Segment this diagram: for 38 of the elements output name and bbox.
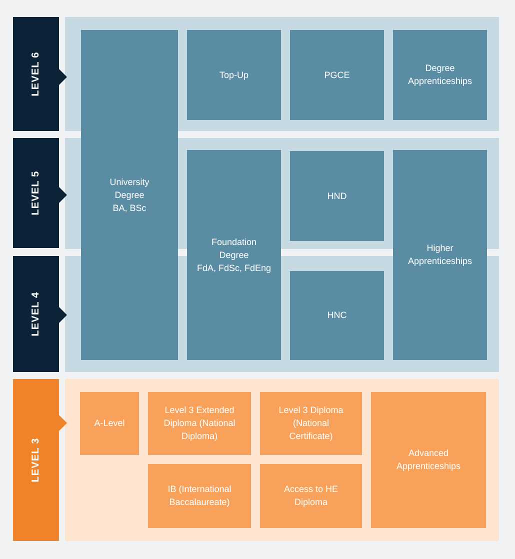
qualification-box: [187, 150, 281, 360]
qualification-title: Level 3 Diploma (National Certificate): [278, 404, 344, 443]
qualification-box: [290, 30, 384, 120]
level-label: LEVEL 4: [30, 292, 42, 336]
qualification-title: Foundation Degree: [210, 236, 258, 262]
qualification-title: Higher Apprenticeships: [406, 242, 474, 268]
qualification-box: [148, 464, 251, 528]
qualification-title: Degree Apprenticeships: [406, 62, 474, 88]
qualification-box: [371, 392, 486, 528]
qualification-title: HND: [327, 190, 347, 202]
qualification-title: IB (International Baccalaureate): [166, 483, 232, 509]
qualification-box: [187, 30, 281, 120]
level-label: LEVEL 6: [30, 52, 42, 96]
qualification-abbreviations: FdA, FdSc, FdEng: [196, 262, 272, 274]
qualification-title: HNC: [327, 309, 347, 322]
qualification-title: Access to HE Diploma: [282, 483, 340, 509]
qualification-box: [260, 392, 362, 455]
qualification-box: [80, 392, 139, 455]
level-label: LEVEL 3: [30, 438, 42, 482]
level-tab: [13, 379, 67, 541]
qualification-box: [393, 30, 487, 120]
level-tab: [13, 138, 67, 248]
qualification-box: [148, 392, 251, 455]
qualification-title: A-Level: [94, 417, 125, 430]
qualification-box: [81, 30, 178, 360]
qualification-box: [393, 150, 487, 360]
qualification-title: Top-Up: [219, 68, 248, 82]
level-label: LEVEL 5: [30, 170, 42, 216]
qualification-abbreviations: BA, BSc: [112, 202, 146, 214]
qualification-title: PGCE: [324, 68, 350, 82]
level-tab: [13, 256, 67, 372]
qualification-title: University Degree: [108, 176, 150, 202]
qualification-title: Level 3 Extended Diploma (National Diploma): [162, 404, 236, 443]
qualification-title: Advanced Apprenticeships: [395, 447, 462, 473]
qualification-box: [260, 464, 362, 528]
qualification-box: [290, 151, 384, 241]
qualification-box: [290, 271, 384, 360]
level-tab: [13, 17, 67, 131]
